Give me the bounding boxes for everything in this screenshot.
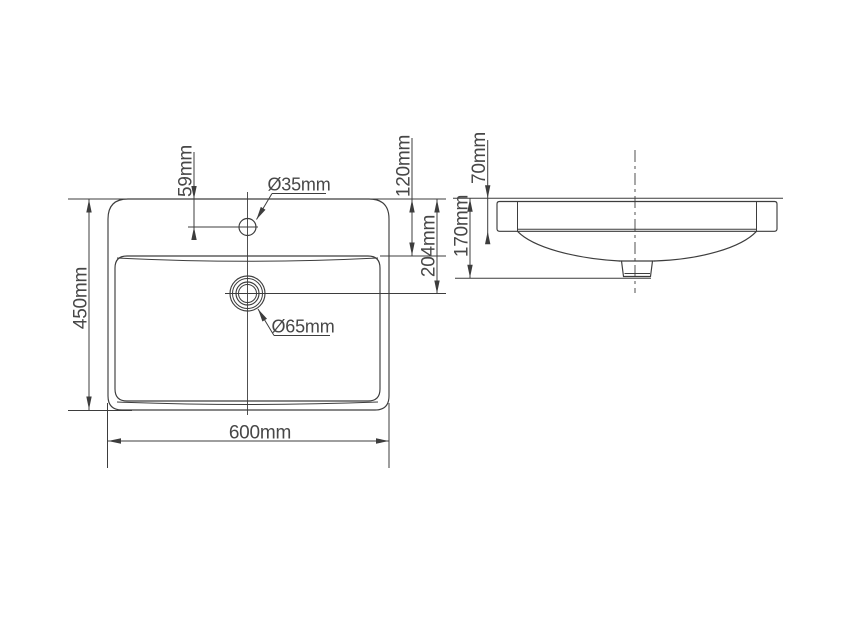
arrowhead — [434, 280, 440, 294]
arrowhead — [485, 231, 491, 245]
arrowhead — [467, 264, 473, 278]
sink-outline — [107, 198, 390, 411]
dimension-overall-width: 600mm — [108, 423, 389, 444]
arrowhead — [108, 438, 121, 444]
basin-outline — [114, 255, 381, 402]
callout-drain-diameter: Ø65mm — [257, 308, 335, 337]
dim-label-rim-apron-height: 70mm — [469, 132, 490, 184]
dim-label-tap-hole-offset: 59mm — [176, 145, 197, 197]
arrowhead — [485, 185, 491, 199]
bowl-profile-left — [516, 230, 621, 262]
rim-profile — [496, 200, 778, 232]
arrowhead — [191, 186, 197, 199]
arrowhead — [409, 242, 415, 256]
dim-label-overall-depth: 450mm — [71, 267, 92, 329]
dim-label-rim-to-bowl-front: 120mm — [394, 135, 415, 197]
dimension-tap-hole-offset: 59mm — [176, 145, 197, 240]
label-tap-hole-diameter: Ø35mm — [267, 175, 330, 195]
top-view: 450mm 600mm 59mm 120mm 204mm — [68, 135, 446, 468]
dimension-overall-depth: 450mm — [71, 199, 92, 410]
dim-label-overall-height: 170mm — [452, 195, 473, 257]
bowl-profile-right — [653, 230, 758, 262]
dim-label-rim-to-drain: 204mm — [419, 215, 440, 277]
dimension-rim-to-bowl-front: 120mm — [394, 135, 415, 256]
dimension-overall-height: 170mm — [452, 195, 473, 279]
arrowhead — [86, 199, 92, 213]
leader-arrowhead — [256, 206, 266, 220]
arrowhead — [467, 198, 473, 212]
arrowhead — [376, 438, 389, 444]
arrowhead — [86, 396, 92, 410]
side-view: 70mm 170mm — [452, 132, 783, 293]
dimension-rim-apron-height: 70mm — [469, 132, 491, 245]
drain-fitting — [618, 260, 656, 278]
arrowhead — [409, 199, 415, 213]
dimension-rim-to-drain: 204mm — [419, 199, 440, 294]
callout-tap-hole-diameter: Ø35mm — [256, 175, 331, 220]
label-drain-diameter: Ø65mm — [271, 317, 334, 337]
leader-arrowhead — [258, 309, 267, 322]
drain-side-right — [649, 260, 654, 278]
arrowhead — [434, 199, 440, 213]
drain-side-left — [620, 260, 625, 278]
dim-label-overall-width: 600mm — [229, 423, 291, 444]
arrowhead — [191, 227, 197, 240]
